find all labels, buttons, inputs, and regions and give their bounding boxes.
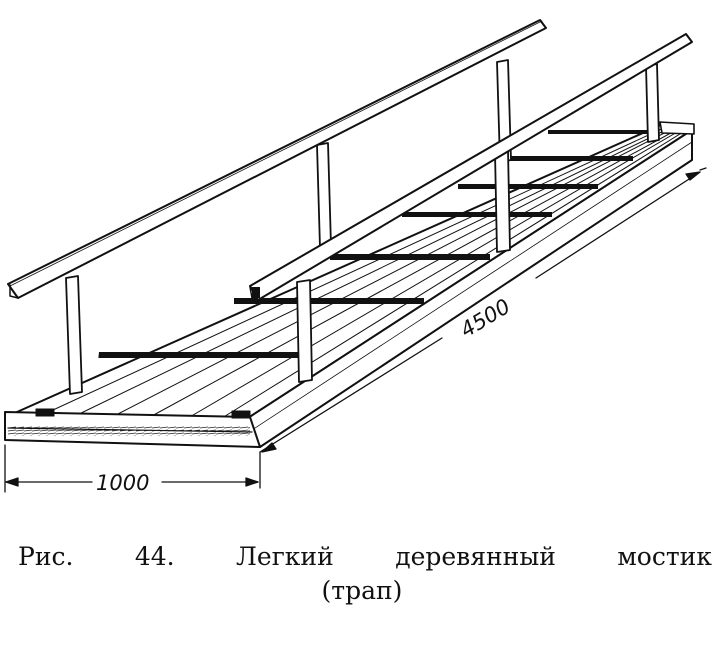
caption-word-3: мостик bbox=[617, 542, 712, 571]
caption-word-1: Легкий bbox=[236, 542, 334, 571]
end-beam bbox=[4, 408, 261, 448]
caption-line-2: (трап) bbox=[321, 576, 403, 605]
width-dimension: 1000 bbox=[4, 444, 261, 495]
deck-battens bbox=[98, 130, 658, 358]
caption-prefix: Рис. bbox=[18, 542, 74, 571]
width-label: 1000 bbox=[96, 471, 149, 495]
caption-word-2: деревянный bbox=[395, 542, 556, 571]
figure-caption: Рис. 44. Легкий деревянный мостик (трап) bbox=[0, 540, 716, 608]
far-end-beam bbox=[659, 121, 695, 135]
back-handrail bbox=[7, 19, 547, 299]
front-rail-posts bbox=[296, 63, 660, 383]
caption-line-1: Рис. 44. Легкий деревянный мостик bbox=[0, 540, 716, 574]
bridge-drawing: 1000 4500 bbox=[4, 19, 707, 495]
caption-number: 44. bbox=[134, 542, 175, 571]
